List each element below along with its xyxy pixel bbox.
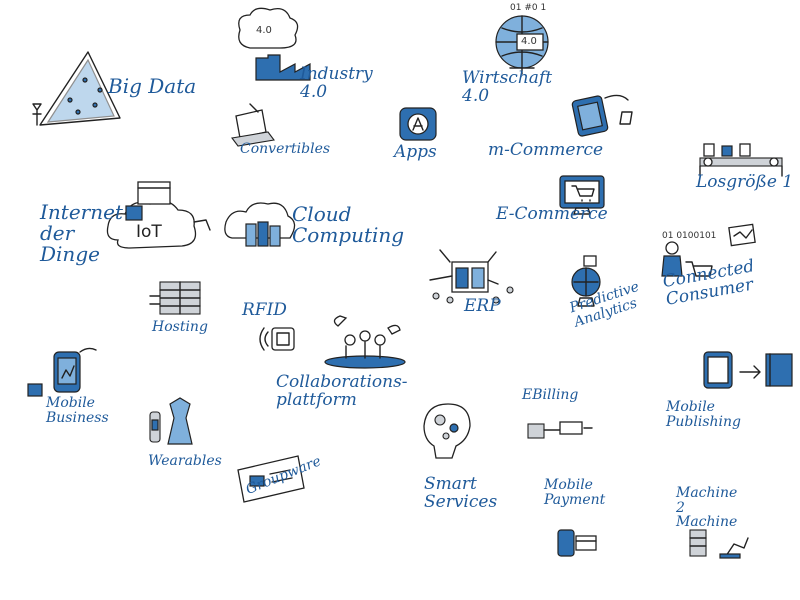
- robot-arm-icon: [689, 529, 749, 559]
- smart-services-head-icon: [423, 403, 471, 459]
- topic-losgroesse: Losgröße 1: [696, 172, 794, 192]
- rfid-chip-icon: [259, 327, 295, 351]
- iot-cloud-icon: [106, 181, 211, 249]
- topic-m-commerce: m-Commerce: [488, 140, 604, 160]
- cloud-computing-icon: [224, 202, 296, 247]
- topic-big-data: Big Data: [108, 74, 197, 98]
- erp-system-icon: [429, 249, 514, 304]
- topic-erp: ERP: [464, 296, 501, 316]
- mobile-phone-icon: [27, 347, 97, 397]
- topic-machine-2-machine: Machine 2 Machine: [676, 485, 738, 531]
- topic-wirtschaft: Wirtschaft 4.0: [462, 68, 553, 106]
- tablet-to-book-icon: [703, 351, 793, 389]
- analytics-globe-icon: [571, 255, 601, 307]
- topic-mobile-publishing: Mobile Publishing: [666, 399, 742, 430]
- topic-smart-services: Smart Services: [424, 474, 498, 512]
- globe-badge: 4.0: [521, 36, 537, 47]
- topic-mobile-business: Mobile Business: [46, 395, 109, 426]
- topic-hosting: Hosting: [152, 319, 208, 335]
- iot-badge: IoT: [136, 222, 162, 242]
- connected-consumer-icon: [661, 223, 756, 277]
- groupware-board-icon: [237, 455, 305, 503]
- topic-convertibles: Convertibles: [240, 141, 331, 157]
- data-pile-icon: [32, 51, 121, 126]
- mobile-payment-icon: [557, 529, 597, 557]
- topic-mobile-payment: Mobile Payment: [544, 477, 606, 508]
- topic-ebilling: EBilling: [522, 387, 579, 403]
- topic-e-commerce: E-Commerce: [496, 204, 608, 224]
- topic-cloud-computing: Cloud Computing: [292, 202, 405, 247]
- collaboration-group-icon: [324, 315, 406, 369]
- topic-rfid: RFID: [242, 300, 287, 320]
- conveyor-belt-icon: [699, 143, 783, 177]
- online-shop-monitor-icon: [559, 175, 605, 215]
- convertible-laptop-icon: [231, 103, 275, 147]
- server-rack-icon: [149, 281, 201, 315]
- topic-apps: Apps: [394, 142, 437, 162]
- globe-caption: 01 #0 1: [510, 3, 547, 13]
- globe-icon: [495, 15, 549, 75]
- ebilling-card-icon: [527, 421, 593, 439]
- app-store-icon: [399, 107, 437, 141]
- factory-icon: [238, 7, 311, 81]
- wearables-icon: [149, 397, 193, 445]
- topic-wearables: Wearables: [148, 453, 222, 469]
- smartphone-icon: [571, 94, 633, 137]
- topic-internet-der-dinge: Internet der Dinge: [40, 200, 123, 266]
- consumer-data-caption: 01 0100101: [662, 231, 717, 241]
- topic-collaborationsplattform: Collaborations- plattform: [276, 372, 408, 410]
- topic-industry: Industry 4.0: [300, 64, 373, 102]
- industry-cloud-badge: 4.0: [256, 25, 272, 36]
